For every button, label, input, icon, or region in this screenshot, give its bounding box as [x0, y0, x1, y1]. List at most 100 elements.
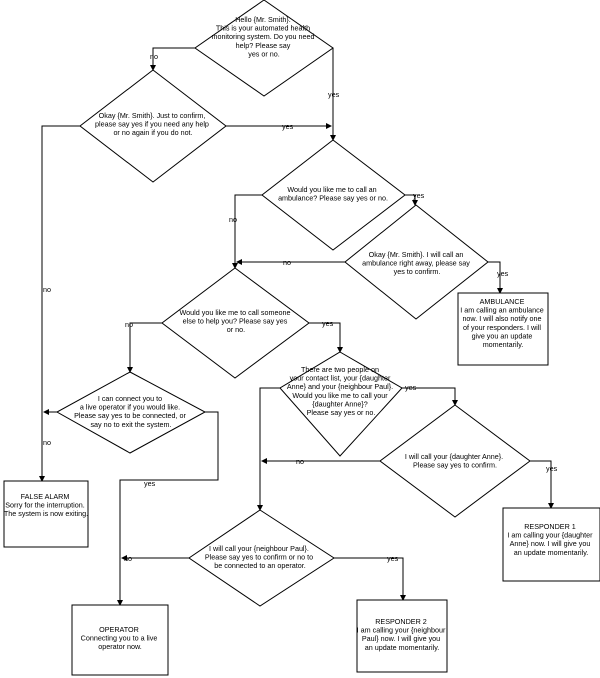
- two-people-decision: [279, 351, 403, 457]
- label-operator-yes: yes: [144, 479, 156, 488]
- ambulance-result-text: AMBULANCE I am calling an ambulance now.…: [460, 297, 546, 349]
- label-hello-no: no: [150, 52, 158, 61]
- ambulance-result-line-1: I am calling an ambulance: [460, 306, 544, 315]
- edge-confirm-no: [39, 125, 80, 482]
- operator-result-title: OPERATOR: [99, 625, 139, 634]
- responder1-result-box: [502, 507, 600, 582]
- hello-line-2: This is your automated health: [216, 24, 310, 33]
- label-operator-no: no: [43, 438, 51, 447]
- hello-text: Hello {Mr. Smith}. This is your automate…: [211, 15, 316, 58]
- connectors: [39, 47, 554, 606]
- edge-someone-yes: [309, 322, 343, 353]
- responder1-text: RESPONDER 1 I am calling your {daughter …: [507, 522, 594, 557]
- label-hello-yes: yes: [328, 90, 340, 99]
- ambulance-result-title: AMBULANCE: [480, 297, 525, 306]
- two-people-text: There are two people on your contact lis…: [287, 365, 395, 417]
- ambulance-line-1: Would you like me to call an: [287, 185, 376, 194]
- anne-line-2: Please say yes to confirm.: [413, 461, 497, 470]
- edge-someone-no: [127, 322, 162, 373]
- ambulance-result-box: [457, 292, 549, 366]
- label-two-people-yes: yes: [405, 383, 417, 392]
- someone-else-decision: [161, 267, 310, 379]
- anne-text: I will call your {daughter Anne}. Please…: [405, 452, 505, 470]
- responder2-title: RESPONDER 2: [375, 617, 427, 626]
- label-someone-yes: yes: [322, 319, 334, 328]
- label-anne-yes: yes: [546, 464, 558, 473]
- operator-line-2: a live operator if you would like.: [80, 403, 180, 412]
- label-someone-no: no: [125, 320, 133, 329]
- label-confirm-yes: yes: [282, 122, 294, 131]
- label-okay-amb-no: no: [283, 258, 291, 267]
- edge-hello-no: [150, 47, 195, 71]
- operator-result-line-2: operator now.: [98, 642, 142, 651]
- anne-line-1: I will call your {daughter Anne}.: [405, 452, 503, 461]
- paul-line-3: be connected to an operator.: [214, 561, 306, 570]
- edge-two-people-yes: [402, 387, 458, 406]
- confirm-line-1: Okay {Mr. Smith}. Just to confirm,: [99, 111, 206, 120]
- someone-line-2: else to help you? Please say yes: [183, 317, 288, 326]
- ambulance-line-2: ambulance? Please say yes or no.: [278, 194, 388, 203]
- responder1-line-2: Anne} now. I will give you: [510, 539, 591, 548]
- operator-line-4: say no to exit the system.: [90, 420, 171, 429]
- label-ambulance-no: no: [229, 215, 237, 224]
- two-people-line-6: Please say yes or no.: [307, 408, 376, 417]
- someone-line-3: or no.: [227, 325, 245, 334]
- edge-operator-yes: [117, 411, 219, 606]
- responder2-text: RESPONDER 2 I am calling your {neighbour…: [357, 617, 448, 652]
- paul-line-2: Please say yes to confirm or no to: [205, 553, 313, 562]
- hello-line-3: monitoring system. Do you need: [211, 32, 314, 41]
- someone-line-1: Would you like me to call someone: [180, 308, 291, 317]
- operator-result-box: [71, 604, 169, 676]
- anne-decision: [379, 404, 531, 518]
- label-paul-no: no: [124, 554, 132, 563]
- edge-ambulance-yes: [405, 194, 418, 206]
- paul-decision: [188, 509, 335, 607]
- hello-line-5: yes or no.: [248, 49, 280, 58]
- someone-else-text: Would you like me to call someone else t…: [180, 308, 293, 334]
- responder1-title: RESPONDER 1: [524, 522, 576, 531]
- edge-paul-yes: [334, 557, 406, 601]
- label-anne-no: no: [296, 457, 304, 466]
- false-alarm-line-2: The system is now exiting.: [4, 509, 88, 518]
- label-confirm-no: no: [43, 285, 51, 294]
- two-people-line-4: Would you like me to call your: [292, 391, 388, 400]
- hello-line-1: Hello {Mr. Smith}.: [235, 15, 291, 24]
- two-people-line-5: {daughter Anne}?: [312, 399, 368, 408]
- responder2-line-3: an update momentarily.: [365, 643, 440, 652]
- okay-ambulance-decision: [344, 204, 489, 320]
- operator-line-1: I can connect you to: [98, 394, 162, 403]
- responder2-line-1: I am calling your {neighbour: [357, 626, 446, 635]
- operator-line-3: Please say yes to be connected, or: [74, 411, 186, 420]
- responder1-line-3: an update momentarily.: [514, 548, 589, 557]
- operator-result-line-1: Connecting you to a live: [81, 634, 158, 643]
- confirm-text: Okay {Mr. Smith}. Just to confirm, pleas…: [95, 111, 211, 137]
- ambulance-text: Would you like me to call an ambulance? …: [278, 185, 388, 203]
- operator-decision-text: I can connect you to a live operator if …: [74, 394, 188, 429]
- ambulance-result-line-4: give you an update: [472, 331, 533, 340]
- edge-labels: no yes yes no no yes no yes no yes no ye…: [43, 52, 558, 563]
- false-alarm-text: FALSE ALARM Sorry for the interruption. …: [4, 492, 88, 518]
- node-text: Hello {Mr. Smith}. This is your automate…: [4, 15, 594, 652]
- okay-amb-line-1: Okay {Mr. Smith}. I will call an: [369, 250, 464, 259]
- false-alarm-result-box: [3, 480, 89, 548]
- okay-ambulance-text: Okay {Mr. Smith}. I will call an ambulan…: [362, 250, 472, 276]
- false-alarm-line-1: Sorry for the interruption.: [5, 501, 85, 510]
- ambulance-result-line-2: now. I will also notify one: [462, 314, 541, 323]
- confirm-decision: [79, 69, 227, 183]
- confirm-line-2: please say yes if you need any help: [95, 120, 209, 129]
- okay-amb-line-2: ambulance right away, please say: [362, 259, 470, 268]
- okay-amb-line-3: yes to confirm.: [394, 267, 441, 276]
- operator-result-text: OPERATOR Connecting you to a live operat…: [81, 625, 160, 651]
- label-paul-yes: yes: [387, 554, 399, 563]
- shapes: [3, 0, 600, 676]
- label-ambulance-yes: yes: [413, 191, 425, 200]
- edge-anne-yes: [530, 460, 554, 509]
- false-alarm-title: FALSE ALARM: [21, 492, 70, 501]
- edge-okay-amb-yes: [488, 261, 503, 294]
- hello-line-4: help? Please say: [236, 41, 291, 50]
- hello-decision: [194, 0, 334, 97]
- edge-ambulance-no: [232, 194, 262, 269]
- edge-two-people-no: [257, 387, 280, 511]
- responder2-line-2: Paul} now. I will give you: [362, 634, 440, 643]
